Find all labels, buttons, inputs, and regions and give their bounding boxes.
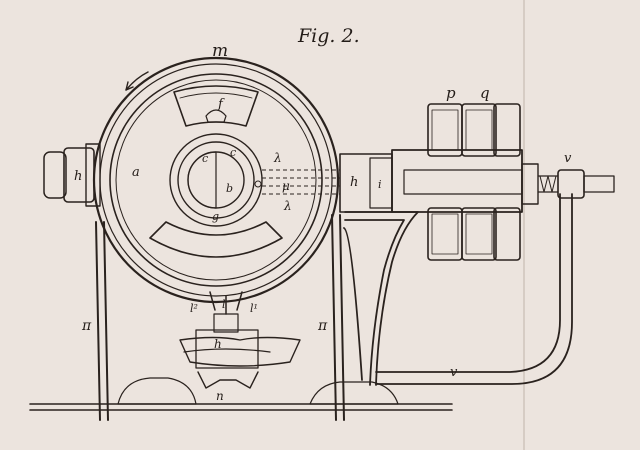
label-v-bottom: v [450, 365, 458, 380]
label-h-mid: h [350, 175, 358, 190]
label-m: m [212, 41, 228, 61]
figure-title: Fig. 2. [297, 25, 360, 47]
label-h-left: h [74, 169, 82, 184]
shaft-assembly [339, 149, 523, 213]
label-p: p [446, 84, 456, 102]
label-mu: μ [282, 179, 290, 193]
label-n: n [216, 389, 224, 403]
dashed-guides [262, 169, 340, 195]
wheel [92, 56, 340, 304]
pedestal-feet [117, 377, 399, 405]
label-q: q [480, 84, 490, 102]
pipe-v [375, 193, 573, 385]
label-v-top: v [564, 151, 572, 166]
label-i: i [378, 178, 382, 191]
label-l1: l¹ [250, 302, 258, 315]
label-c2: c [230, 146, 236, 159]
label-lambda-bottom: λ [283, 199, 292, 213]
label-a: a [132, 165, 140, 180]
support-arm [343, 211, 419, 386]
base-rail [29, 403, 453, 411]
label-f: f [217, 97, 225, 112]
left-bearing [43, 143, 101, 207]
label-lambda-top: λ [273, 151, 282, 165]
label-b: b [226, 182, 233, 195]
label-h-bottom: h [214, 337, 222, 351]
label-pi-mid: π [317, 318, 328, 334]
frame-uprights [95, 214, 345, 421]
pulleys [427, 103, 521, 261]
figure-labels: m f c c b g a h h i λ μ λ p q v v π π l²… [74, 41, 572, 403]
central-stand [179, 291, 301, 389]
label-g: g [212, 210, 219, 223]
label-l2: l² [190, 302, 198, 315]
right-coupling [521, 163, 615, 205]
label-l: l [222, 298, 226, 311]
label-pi-left: π [81, 318, 92, 334]
label-c1: c [202, 152, 208, 165]
